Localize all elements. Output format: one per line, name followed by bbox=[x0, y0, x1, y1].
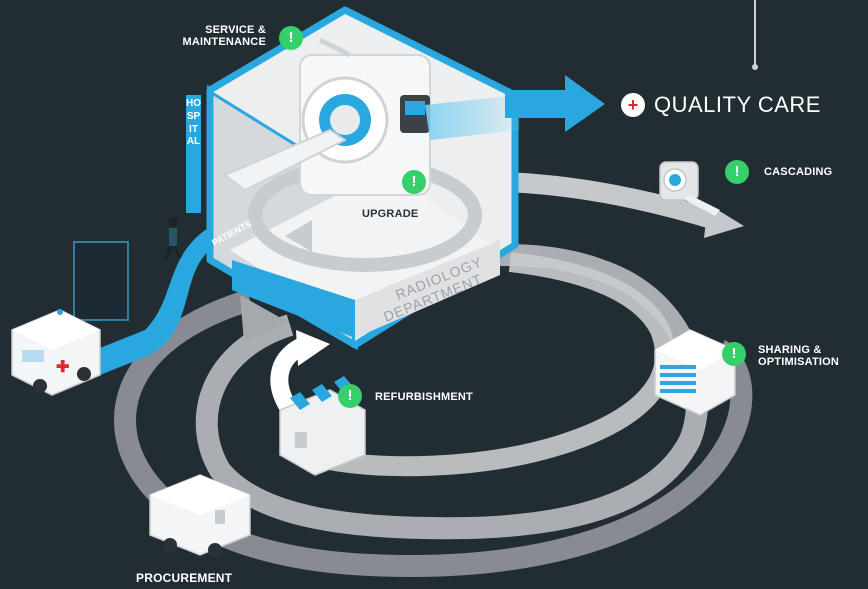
sharing-label-line2: OPTIMISATION bbox=[758, 356, 840, 368]
doorway-frame bbox=[73, 241, 129, 321]
service-alert-badge-icon: ! bbox=[279, 26, 303, 50]
service-label-line1: SERVICE & bbox=[205, 24, 266, 36]
svg-text:✚: ✚ bbox=[56, 359, 69, 376]
patients-ramp bbox=[95, 210, 250, 375]
service-label-line2: MAINTENANCE bbox=[182, 36, 266, 48]
sharing-optimisation-label: SHARING & OPTIMISATION bbox=[758, 344, 839, 368]
upgrade-label: UPGRADE bbox=[362, 208, 419, 220]
sharing-label-line1: SHARING & bbox=[758, 344, 822, 356]
hospital-outline bbox=[206, 6, 519, 349]
upgrade-ring-arrowhead bbox=[285, 220, 312, 252]
small-scanner-icon bbox=[659, 161, 720, 216]
radiology-block-side bbox=[232, 260, 355, 338]
quality-care-label: QUALITY CARE bbox=[654, 92, 821, 117]
refurbishment-arrowhead bbox=[296, 330, 330, 366]
plus-symbol: + bbox=[628, 95, 639, 115]
plus-circle-icon: + bbox=[621, 93, 645, 117]
cascading-track bbox=[504, 172, 718, 230]
scanner-light-beam bbox=[425, 95, 520, 140]
hospital-vertical-label: HOSPITAL bbox=[186, 98, 201, 148]
cascading-label: CASCADING bbox=[764, 166, 833, 178]
top-connector-dot bbox=[752, 64, 758, 70]
refurbishment-alert-badge-icon: ! bbox=[338, 384, 362, 408]
data-center-icon bbox=[654, 329, 736, 416]
ct-scanner-icon bbox=[223, 37, 431, 196]
upgrade-alert-badge-icon: ! bbox=[402, 170, 426, 194]
sharing-alert-badge-icon: ! bbox=[722, 342, 746, 366]
delivery-truck-icon bbox=[149, 474, 251, 557]
service-maintenance-label: SERVICE & MAINTENANCE bbox=[152, 24, 266, 48]
hospital-band bbox=[186, 95, 201, 213]
refurbishment-track bbox=[328, 252, 675, 477]
cascading-alert-badge-icon: ! bbox=[725, 160, 749, 184]
ambulance-icon: ✚ bbox=[11, 309, 101, 396]
procurement-label: PROCUREMENT bbox=[136, 571, 233, 585]
factory-icon bbox=[279, 376, 366, 476]
patient-figure-icon bbox=[164, 217, 182, 261]
radiology-block-front bbox=[355, 240, 500, 338]
refurbishment-label: REFURBISHMENT bbox=[375, 391, 473, 403]
quality-care-arrow bbox=[505, 75, 605, 132]
procurement-arrowhead bbox=[240, 295, 288, 342]
procurement-track bbox=[114, 289, 753, 577]
loop-track bbox=[195, 244, 709, 540]
